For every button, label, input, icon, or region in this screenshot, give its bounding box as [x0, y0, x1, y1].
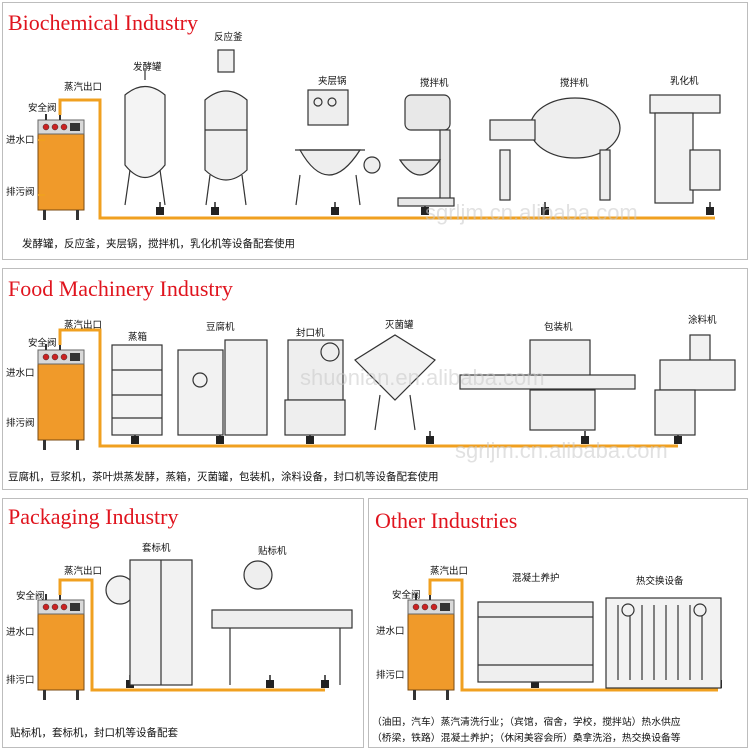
heat-exchanger — [605, 597, 722, 689]
title-food: Food Machinery Industry — [8, 276, 233, 301]
caption-packaging: 贴标机，套标机，封口机等设备配套 — [10, 727, 178, 739]
label-machine: 搅拌机 — [420, 78, 449, 89]
label-machine: 热交换设备 — [636, 576, 684, 587]
label-machine: 搅拌机 — [560, 78, 589, 89]
watermark: shuonian.en.alibaba.com — [300, 365, 545, 390]
label-steam-outlet: 蒸汽出口 — [64, 82, 103, 93]
emulsifier — [649, 94, 721, 204]
label-safety-valve: 安全阀 — [28, 338, 57, 349]
title-other: Other Industries — [375, 508, 518, 533]
label-safety-valve: 安全阀 — [16, 591, 45, 602]
title-biochemical: Biochemical Industry — [8, 10, 199, 35]
label-machine: 混凝土养护 — [512, 573, 560, 584]
label-machine: 套标机 — [142, 543, 171, 554]
mixer-stand — [397, 94, 455, 207]
label-machine: 乳化机 — [670, 76, 699, 87]
horizontal-mixer — [489, 97, 621, 201]
label-machine: 包装机 — [544, 322, 573, 333]
label-steam-outlet: 蒸汽出口 — [64, 320, 103, 331]
label-machine: 贴标机 — [258, 546, 287, 557]
labeling-machine — [211, 560, 353, 685]
caption-food: 豆腐机，豆浆机，茶叶烘蒸发酵，蒸箱，灭菌罐，包装机，涂料设备，封口机等设备配套使… — [8, 471, 439, 483]
tofu-machine — [177, 339, 268, 436]
label-water-inlet: 进水口 — [6, 627, 35, 638]
caption-other-line2: （桥梁，铁路）混凝土养护；（休闲美容会所）桑拿洗浴，热交换设备等 — [372, 733, 681, 744]
label-steam-outlet: 蒸汽出口 — [430, 566, 469, 577]
label-machine: 蒸箱 — [128, 332, 148, 343]
label-safety-valve: 安全阀 — [28, 103, 57, 114]
packaging-boiler — [37, 589, 85, 701]
label-machine: 豆腐机 — [206, 322, 235, 333]
label-water-inlet: 进水口 — [6, 368, 35, 379]
label-water-inlet: 进水口 — [376, 626, 405, 637]
label-machine: 封口机 — [296, 328, 325, 339]
packing-machine — [459, 339, 636, 431]
jacketed-kettle — [295, 89, 381, 206]
label-machine: 涂料机 — [688, 315, 717, 326]
label-machine: 夹层锅 — [318, 76, 347, 87]
watermark: sgrljm.cn.alibaba.com — [425, 200, 638, 225]
coating-machine — [654, 334, 736, 436]
label-machine: 发酵罐 — [133, 62, 162, 73]
bio-boiler — [37, 109, 85, 221]
label-machine: 灭菌罐 — [385, 320, 414, 331]
caption-other-line1: （油田，汽车）蒸汽清洗行业；（宾馆，宿舍，学校，搅拌站）热水供应 — [372, 717, 681, 728]
label-safety-valve: 安全阀 — [392, 590, 421, 601]
label-steam-outlet: 蒸汽出口 — [64, 566, 103, 577]
label-drain-valve: 排污阀 — [6, 187, 35, 198]
food-boiler — [37, 339, 85, 451]
label-water-inlet: 进水口 — [6, 135, 35, 146]
label-machine: 反应釜 — [214, 32, 243, 43]
sealing-machine — [284, 339, 346, 436]
concrete-curing-chamber — [477, 601, 594, 683]
label-drain-valve: 排污阀 — [6, 418, 35, 429]
label-drain-outlet: 排污口 — [6, 675, 35, 686]
steam-cabinet — [111, 344, 163, 436]
watermark: sgrljm.cn.alibaba.com — [455, 438, 668, 463]
title-packaging: Packaging Industry — [8, 504, 179, 529]
sleeve-labeler — [105, 559, 193, 686]
reactor-kettle — [204, 49, 248, 206]
fermenter-tank — [124, 70, 166, 206]
caption-biochemical: 发酵罐，反应釜，夹层锅，搅拌机，乳化机等设备配套使用 — [22, 238, 295, 250]
other-boiler — [407, 589, 455, 701]
label-drain-outlet: 排污口 — [376, 670, 405, 681]
sterilization-tank — [354, 334, 436, 431]
